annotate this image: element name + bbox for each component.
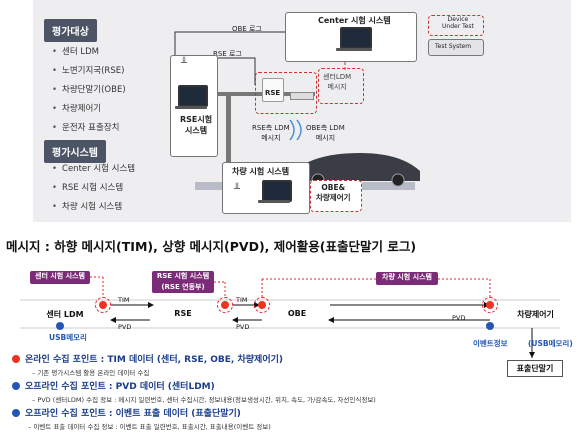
obe-dut-frame bbox=[310, 180, 362, 212]
eval-target-list: 센터 LDM 노변기지국(RSE) 차량단말기(OBE) 차량제어기 운전자 표… bbox=[52, 43, 126, 138]
eval-system-list: Center 시험 시스템 RSE 시험 시스템 차량 시험 시스템 bbox=[52, 160, 135, 217]
offline-collection-point-icon bbox=[486, 322, 494, 330]
online-collection-point-icon bbox=[486, 301, 494, 309]
traffic-signal-icon bbox=[290, 92, 314, 100]
rse-label: RSE bbox=[265, 89, 281, 97]
rse-ldm-msg-label: RSE측 LDM 메시지 bbox=[252, 124, 290, 142]
online-collection-point-icon bbox=[258, 301, 266, 309]
car-icon bbox=[290, 153, 420, 181]
online-point-legend-icon bbox=[12, 355, 20, 363]
center-ldm-msg-frame bbox=[318, 68, 364, 104]
legend-test-system-label: Test System bbox=[435, 43, 472, 50]
rse-dut-frame bbox=[255, 72, 317, 114]
online-collection-point-icon bbox=[99, 301, 107, 309]
pvd-label: PVD bbox=[118, 323, 132, 331]
center-test-system-tag: 센터 시험 시스템 bbox=[30, 271, 90, 284]
collection-point-ring bbox=[254, 297, 270, 313]
online-collection-point-icon bbox=[221, 301, 229, 309]
node-center-ldm: 센터 LDM bbox=[46, 310, 84, 319]
eval-target-item: 노변기지국(RSE) bbox=[52, 62, 126, 81]
legend-dut-label: Device Under Test bbox=[442, 16, 474, 30]
eval-system-heading: 평가시스템 bbox=[44, 140, 106, 163]
offline-event-legend-icon bbox=[12, 409, 20, 417]
legend-event-title: 오프라인 수집 포인트 : 이벤트 표출 데이터 (표출단말기) bbox=[25, 409, 241, 419]
collection-point-ring bbox=[482, 297, 498, 313]
rse-log-label: RSE 로그 bbox=[213, 50, 242, 58]
pvd-label: PVD bbox=[236, 323, 250, 331]
obe-controller-label: OBE& 차량제어기 bbox=[316, 183, 351, 202]
wireless-wave-icon bbox=[289, 119, 295, 141]
eval-system-item: RSE 시험 시스템 bbox=[52, 179, 135, 198]
tim-label: TIM bbox=[118, 296, 130, 304]
node-rse: RSE bbox=[174, 309, 192, 318]
legend-pvd-sub: – PVD (센터LDM) 수집 정보 : 메시지 일련번호, 센터 수집시간,… bbox=[32, 396, 376, 404]
obe-log-line bbox=[174, 31, 290, 60]
vehicle-test-system-label: 차량 시험 시스템 bbox=[232, 167, 290, 176]
legend-pvd-title: 오프라인 수집 포인트 : PVD 데이터 (센터LDM) bbox=[25, 382, 215, 392]
eval-system-item: Center 시험 시스템 bbox=[52, 160, 135, 179]
legend-test-system-box bbox=[428, 39, 484, 56]
pvd-label: PVD bbox=[452, 314, 466, 322]
eval-target-item: 차량제어기 bbox=[52, 100, 126, 119]
usb-memory-bracket-label: (USB메모리) bbox=[528, 339, 573, 348]
rse-test-system-label: RSE시험 시스템 bbox=[180, 115, 213, 135]
rse-device-icon bbox=[262, 78, 284, 102]
eval-system-item: 차량 시험 시스템 bbox=[52, 198, 135, 217]
antenna-icon: ╨ bbox=[181, 58, 188, 69]
node-vehicle-controller: 차량제어기 bbox=[517, 310, 554, 319]
center-ldm-msg-label: 센터LDM 메시지 bbox=[323, 73, 352, 91]
collection-point-ring bbox=[95, 297, 111, 313]
node-obe: OBE bbox=[287, 309, 307, 318]
gantry-pole bbox=[226, 96, 231, 174]
legend-online-sub: – 기존 평가시스템 활용 온라인 데이터 수집 bbox=[32, 369, 150, 377]
message-title: 메시지 : 하향 메시지(TIM), 상향 메시지(PVD), 제어활용(표출단… bbox=[6, 239, 417, 254]
usb-memory-label: USB메모리 bbox=[49, 333, 87, 342]
eval-target-heading: 평가대상 bbox=[44, 19, 97, 42]
obe-ldm-msg-label: OBE측 LDM 메시지 bbox=[306, 124, 345, 142]
legend-event-sub: – 이벤트 표출 데이터 수집 정보 : 이벤트 표출 일련번호, 표출시간, … bbox=[28, 423, 271, 431]
obe-log-label: OBE 로그 bbox=[232, 25, 262, 33]
tim-label: TIM bbox=[236, 296, 248, 304]
legend-online-title: 온라인 수집 포인트 : TIM 데이터 (센터, RSE, OBE, 차량제어… bbox=[25, 355, 283, 365]
event-info-label: 이벤트정보 bbox=[473, 339, 508, 348]
center-test-system-label: Center 시험 시스템 bbox=[318, 16, 391, 25]
offline-collection-point-icon bbox=[56, 322, 64, 330]
eval-target-item: 운전자 표출장치 bbox=[52, 119, 126, 138]
eval-target-item: 센터 LDM bbox=[52, 43, 126, 62]
vehicle-antenna-icon: ╨ bbox=[234, 184, 241, 195]
collection-point-ring bbox=[217, 297, 233, 313]
rse-test-system-tag: RSE 시험 시스템 (RSE 연동부) bbox=[152, 271, 214, 293]
vehicle-test-system-tag: 차량 시험 시스템 bbox=[376, 272, 438, 285]
eval-target-item: 차량단말기(OBE) bbox=[52, 81, 126, 100]
legend-dut-box bbox=[428, 15, 484, 36]
node-display-terminal: 표출단말기 bbox=[507, 360, 563, 377]
offline-pvd-legend-icon bbox=[12, 382, 20, 390]
